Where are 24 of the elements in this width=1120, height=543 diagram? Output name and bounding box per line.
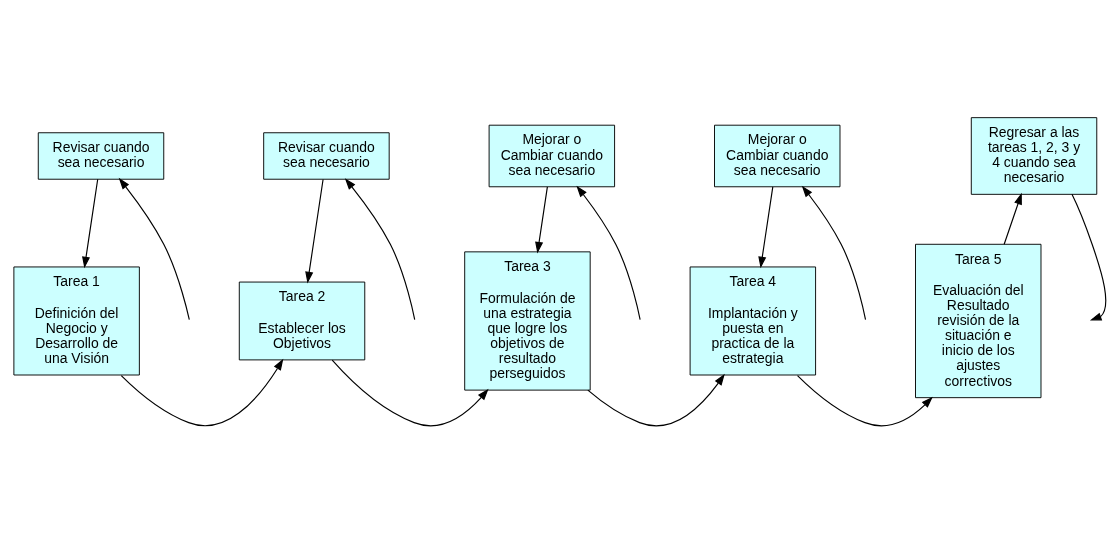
node-box: Tarea 2 Establecer los Objetivos [238,281,366,360]
node-box: Mejorar o Cambiar cuando sea necesario [714,124,841,187]
arrow [535,185,548,253]
arrow [118,177,190,320]
arrow [758,185,774,268]
arrow [82,178,99,268]
arrow [796,374,933,426]
node-box: Tarea 1 Definición del Negocio y Desarrollo de una Visión [13,266,140,375]
node-box: Tarea 5 Evaluación del Resultado revisión de la situación e inicio de los ajustes correctivos [915,243,1042,398]
arrow [1071,193,1107,320]
arrow [576,185,641,320]
node-box: Mejorar o Cambiar cuando sea necesario [488,124,616,187]
arrow [120,358,284,426]
arrow [305,178,324,283]
node-box: Revisar cuando sea necesario [37,131,165,180]
node-box: Regresar a las tareas 1, 2, 3 y 4 cuando sea necesario [970,116,1098,195]
node-box: Revisar cuando sea necesario [263,131,390,180]
arrow [331,359,489,426]
arrow [344,177,416,320]
arrow [801,185,867,320]
arrow [1003,192,1022,245]
node-box: Tarea 3 Formulación de una estrategia que logre los objetivos de resultado perseguidos [464,250,591,391]
arrow [587,373,725,426]
node-box: Tarea 4 Implantación y puesta en practica de la estrategia [689,266,817,375]
